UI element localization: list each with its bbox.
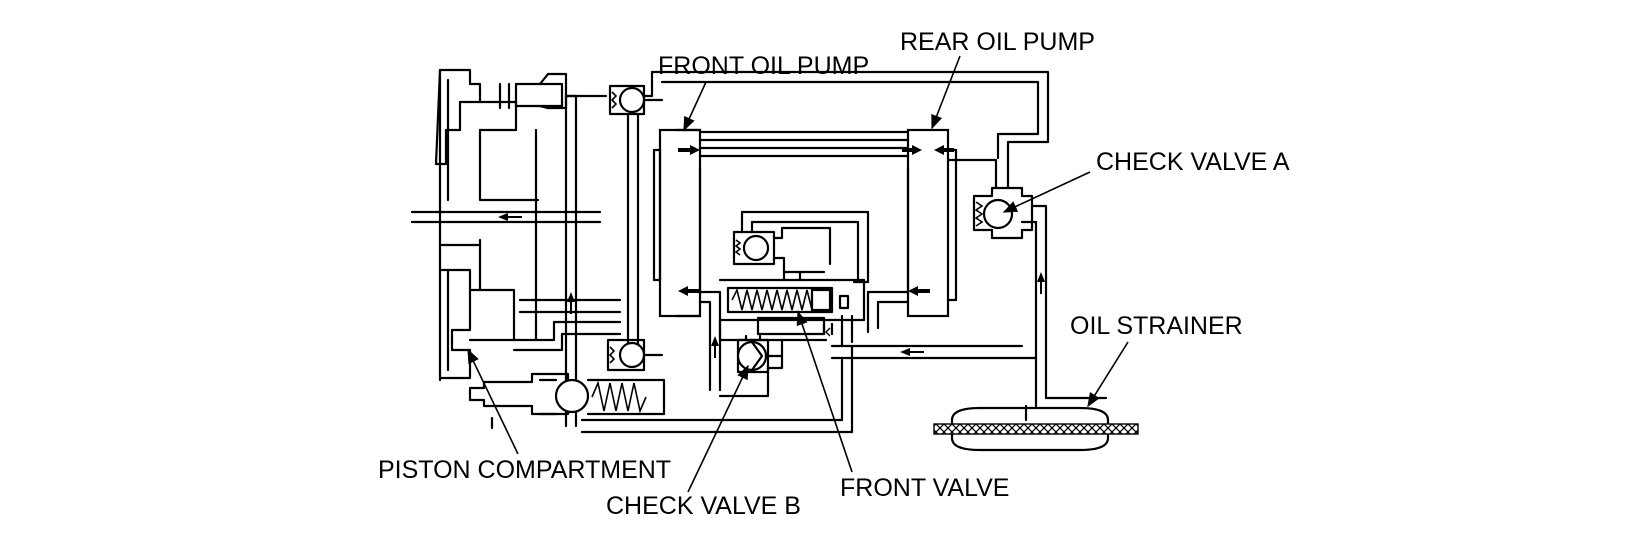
label-check-valve-b: CHECK VALVE B <box>606 492 801 520</box>
label-front-valve: FRONT VALVE <box>840 474 1009 502</box>
front-oil-pump <box>652 128 702 318</box>
label-check-valve-a: CHECK VALVE A <box>1096 148 1290 176</box>
clutch-assembly <box>410 68 854 434</box>
rear-oil-pump <box>902 128 958 318</box>
lower-side-check-valve <box>606 338 664 372</box>
oil-strainer <box>933 406 1139 452</box>
upper-side-check-valve <box>608 84 664 346</box>
label-oil-strainer: OIL STRAINER <box>1070 312 1243 340</box>
relief-valve-spring <box>538 378 666 416</box>
front-valve-body <box>718 210 870 398</box>
label-front-oil-pump: FRONT OIL PUMP <box>658 52 869 80</box>
oil-passages <box>564 70 1108 422</box>
callout-leaders <box>467 55 1129 493</box>
label-rear-oil-pump: REAR OIL PUMP <box>900 28 1095 56</box>
label-piston-compartment: PISTON COMPARTMENT <box>378 456 671 484</box>
